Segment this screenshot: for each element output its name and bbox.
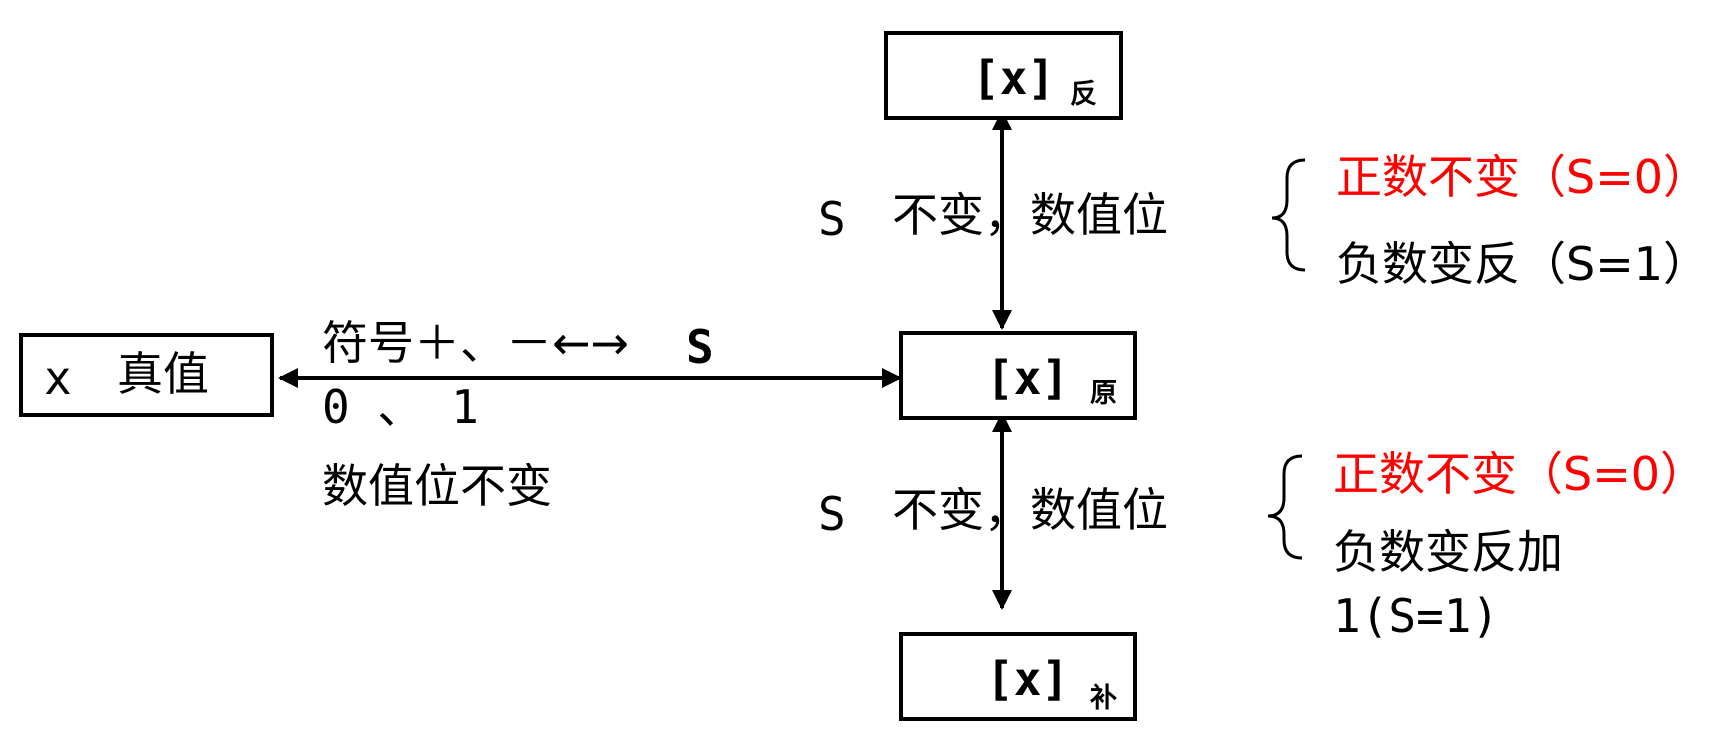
ones-complement-box: [x] 反: [884, 31, 1123, 120]
twos-complement-label: [x]: [986, 652, 1070, 706]
brace-ones: [1271, 158, 1306, 272]
true-value-label: 真值: [117, 347, 209, 401]
twos-edge-s: S: [818, 487, 846, 541]
original-code-box: [x] 原: [899, 331, 1137, 420]
ones-negative-rule: 负数变反（S=1）: [1336, 237, 1710, 291]
sign-values-label: 0 、 1: [322, 380, 479, 434]
ones-complement-label: [x]: [972, 51, 1056, 105]
ones-edge-s: S: [818, 192, 846, 246]
twos-edge-label: 不变，数值位: [892, 483, 1168, 537]
twos-negative-rule-line2: 1(S=1): [1333, 589, 1500, 643]
ones-complement-subscript: 反: [1070, 79, 1097, 110]
twos-positive-rule: 正数不变（S=0）: [1333, 447, 1707, 501]
original-code-subscript: 原: [1090, 378, 1117, 409]
ones-positive-rule: 正数不变（S=0）: [1336, 150, 1710, 204]
twos-complement-box: [x] 补: [899, 632, 1137, 721]
twos-negative-rule-line1: 负数变反加: [1333, 525, 1563, 579]
brace-twos: [1267, 454, 1303, 560]
ones-edge-label: 不变，数值位: [892, 188, 1168, 242]
magnitude-unchanged-label: 数值位不变: [322, 459, 552, 513]
original-code-label: [x]: [986, 351, 1070, 405]
sign-mapping-label: 符号＋、－←→: [322, 316, 630, 370]
twos-complement-subscript: 补: [1090, 683, 1117, 714]
true-value-box: x 真值: [19, 333, 274, 417]
sign-mapping-s: S: [686, 320, 714, 374]
true-value-var: x: [44, 351, 72, 405]
